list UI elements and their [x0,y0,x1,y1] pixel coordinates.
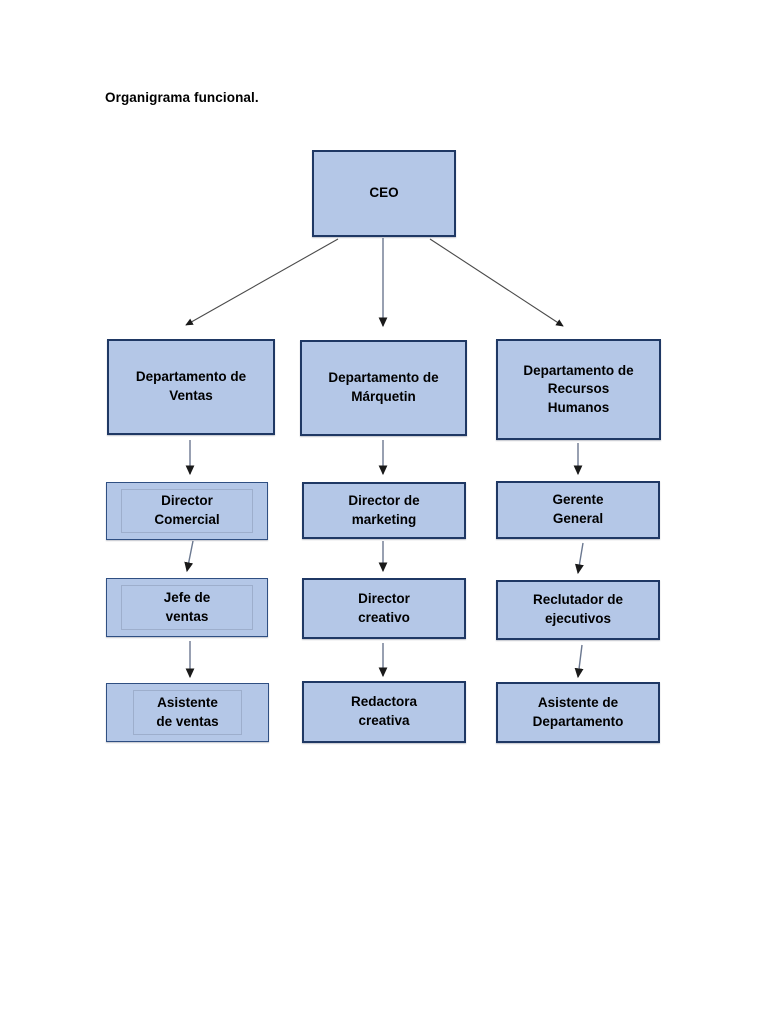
node-director-comercial[interactable]: Director Comercial [106,482,268,540]
node-gerente-general[interactable]: Gerente General [496,481,660,539]
node-director-de-marketing[interactable]: Director de marketing [302,482,466,539]
edge-gerente-general-to-reclutador [575,542,584,575]
node-director-comercial-label: Director Comercial [154,493,220,527]
node-gerente-general-label: Gerente General [552,492,604,526]
node-departamento-de-recursos-humanos-label: Departamento de Recursos Humanos [523,362,634,415]
node-departamento-de-marquetin[interactable]: Departamento de Márquetin [300,340,467,436]
node-redactora-creativa[interactable]: Redactora creativa [302,681,466,743]
node-departamento-de-ventas-label: Departamento de Ventas [135,369,247,403]
node-jefe-de-ventas[interactable]: Jefe de ventas [106,578,268,637]
node-departamento-de-recursos-humanos[interactable]: Departamento de Recursos Humanos [496,339,661,440]
node-asistente-de-ventas-label: Asistente de ventas [156,694,219,729]
node-director-de-marketing-label: Director de marketing [348,492,420,527]
page-title: Organigrama funcional. [105,90,259,105]
edge-director-comercial-to-jefe-ventas [184,540,194,573]
node-departamento-de-marquetin-label: Departamento de Márquetin [328,370,439,404]
node-director-creativo[interactable]: Director creativo [302,578,466,639]
node-ceo[interactable]: CEO [312,150,456,237]
node-departamento-de-ventas[interactable]: Departamento de Ventas [107,339,275,435]
node-jefe-de-ventas-label: Jefe de ventas [163,589,211,624]
node-asistente-de-ventas[interactable]: Asistente de ventas [106,683,269,742]
node-asistente-de-departamento-label: Asistente de Departamento [532,694,624,729]
node-asistente-de-departamento[interactable]: Asistente de Departamento [496,682,660,743]
edge-ceo-to-ventas [185,238,339,326]
node-ceo-label: CEO [369,185,399,201]
node-director-creativo-label: Director creativo [358,590,410,625]
node-reclutador-de-ejecutivos[interactable]: Reclutador de ejecutivos [496,580,660,640]
node-redactora-creativa-label: Redactora creativa [350,694,418,728]
node-reclutador-de-ejecutivos-label: Reclutador de ejecutivos [532,592,624,626]
edge-reclutador-to-asistente-departamento [574,644,584,679]
edge-ceo-to-rrhh [429,238,564,327]
